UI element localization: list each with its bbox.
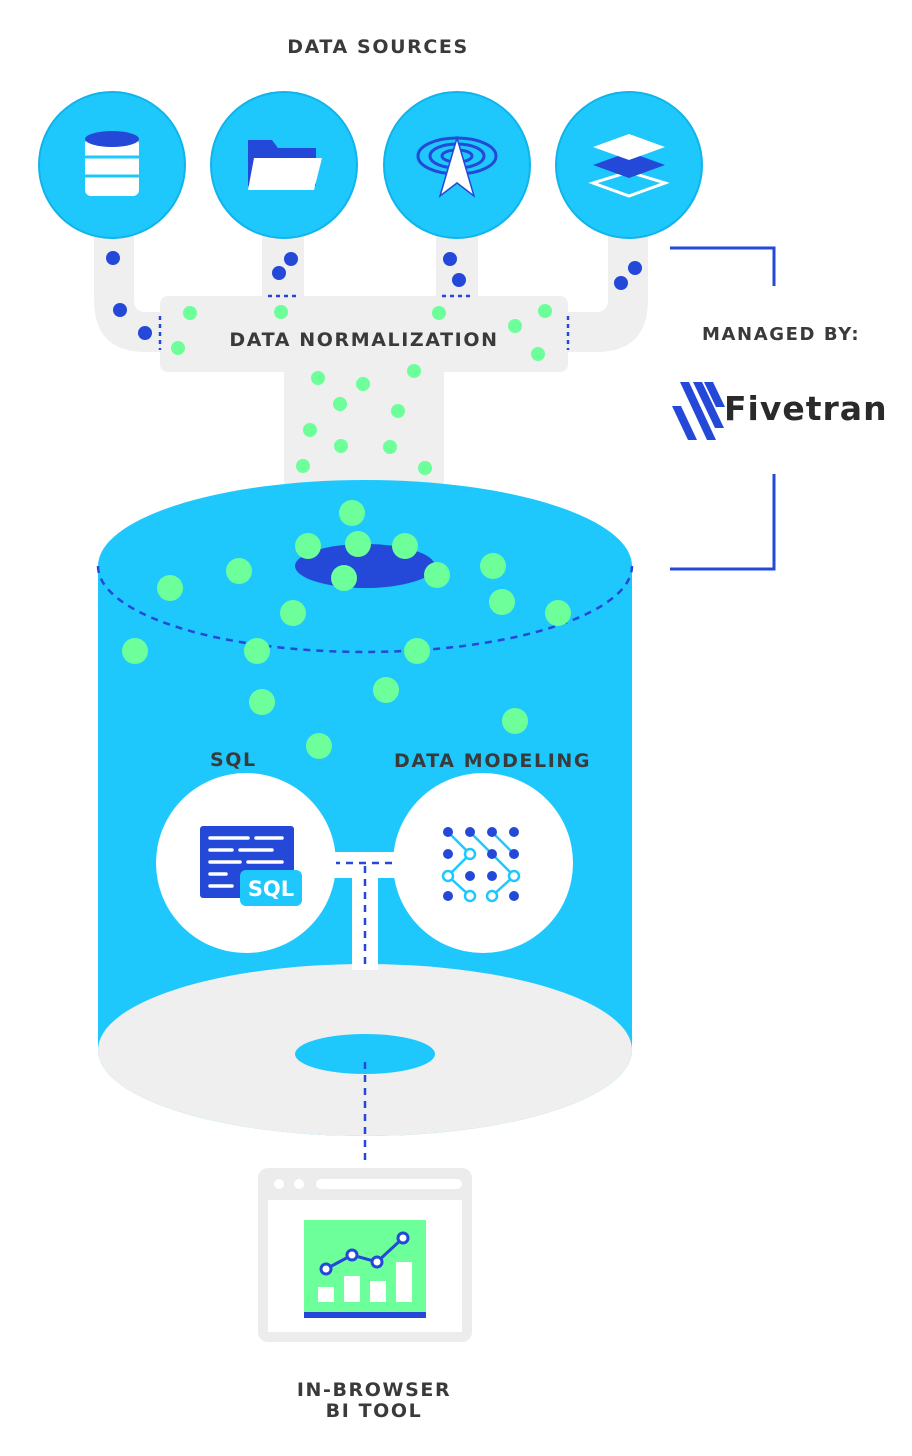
layers-icon (588, 134, 670, 198)
normalization-bar (160, 296, 568, 372)
fivetran-brand-name: Fivetran (724, 389, 888, 428)
broadcast-antenna-icon (416, 135, 498, 198)
sql-label: SQL (210, 749, 257, 771)
managed-by-bracket (670, 246, 776, 571)
pipe-left (94, 225, 166, 352)
normalization-unit (160, 296, 568, 506)
data-modeling-label: DATA MODELING (394, 750, 592, 772)
cylinder-top-front-edge (96, 565, 634, 654)
bi-chart-icon (304, 1220, 426, 1318)
sql-badge-text: SQL (248, 877, 294, 901)
browser-address-bar (316, 1179, 462, 1189)
data-modeling-network-icon (441, 827, 521, 903)
data-normalization-label: DATA NORMALIZATION (229, 329, 499, 351)
pipe-right (560, 225, 648, 352)
managed-by-label: MANAGED BY: (702, 324, 861, 345)
database-icon (85, 131, 139, 196)
green-data-dots-warehouse (122, 500, 571, 759)
modeling-circle (393, 773, 573, 953)
bi-tool-label: IN-BROWSER BI TOOL (266, 1380, 482, 1422)
folder-icon (248, 140, 322, 190)
cylinder-outlet (295, 1034, 435, 1074)
bi-tool-label-line2: BI TOOL (325, 1400, 423, 1422)
data-sources-label: DATA SOURCES (287, 36, 469, 58)
blue-data-dots (106, 251, 642, 340)
browser-dot-2 (294, 1179, 304, 1189)
browser-dot-1 (274, 1179, 284, 1189)
bi-tool-label-line1: IN-BROWSER (296, 1379, 452, 1401)
green-data-dots-normalization (171, 304, 552, 475)
pipe-joints (158, 294, 570, 350)
sql-document-icon: SQL (200, 826, 302, 906)
fivetran-logo-icon (672, 382, 725, 440)
